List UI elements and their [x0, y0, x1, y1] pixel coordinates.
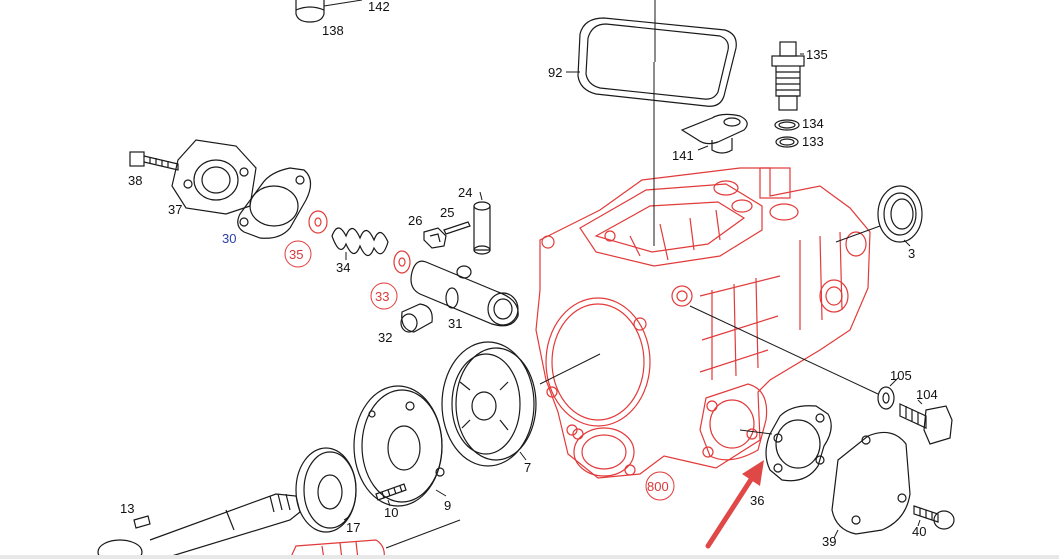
label-800: 800: [647, 479, 669, 494]
part-13-key: [133, 515, 151, 529]
part-7-disc: [441, 341, 537, 467]
label-35: 35: [289, 247, 303, 262]
label-39: 39: [822, 534, 836, 549]
label-92: 92: [548, 65, 562, 80]
part-141-lever: [680, 113, 748, 154]
part-30-gasket: [237, 167, 312, 239]
part-26-clip: [423, 227, 447, 249]
part-32-roller: [400, 303, 433, 333]
part-31-sleeve: [410, 260, 519, 327]
part-135-valve: [771, 41, 805, 111]
part-800-housing: [535, 62, 881, 501]
part-bottom-red-partial: [289, 519, 461, 559]
part-35-washer: [284, 210, 328, 268]
label-36: 36: [750, 493, 764, 508]
part-92-gasket: [566, 0, 737, 107]
label-31: 31: [448, 316, 462, 331]
label-9: 9: [444, 498, 451, 513]
pointer-arrow-icon: [705, 460, 764, 549]
part-17-washer: [295, 447, 357, 533]
part-10-screw: [375, 483, 407, 507]
part-34-spring: [331, 227, 389, 260]
part-39-cover: [831, 431, 911, 539]
part-104-bolt: [899, 399, 953, 445]
label-38: 38: [128, 173, 142, 188]
label-33: 33: [375, 289, 389, 304]
part-37-flange: [171, 139, 257, 215]
part-3-seal: [877, 185, 923, 247]
horizontal-scrollbar[interactable]: [0, 555, 1059, 559]
label-141: 141: [672, 148, 694, 163]
part-25-pin: [443, 221, 471, 235]
part-9-plate: [353, 385, 447, 507]
label-138: 138: [322, 23, 344, 38]
label-25: 25: [440, 205, 454, 220]
part-138-cap: [295, 0, 363, 23]
part-134-ring: [774, 119, 800, 131]
label-34: 34: [336, 260, 350, 275]
label-142: 142: [368, 0, 390, 14]
label-26: 26: [408, 213, 422, 228]
label-7: 7: [524, 460, 531, 475]
label-13: 13: [120, 501, 134, 516]
label-3: 3: [908, 246, 915, 261]
part-105-washer: [877, 377, 899, 410]
label-105: 105: [890, 368, 912, 383]
label-10: 10: [384, 505, 398, 520]
label-135: 135: [806, 47, 828, 62]
label-133: 133: [802, 134, 824, 149]
label-134: 134: [802, 116, 824, 131]
part-shaft: [97, 493, 301, 559]
label-37: 37: [168, 202, 182, 217]
label-17: 17: [346, 520, 360, 535]
label-40: 40: [912, 524, 926, 539]
label-24: 24: [458, 185, 472, 200]
label-30: 30: [222, 231, 236, 246]
part-133-ring: [775, 136, 799, 148]
label-32: 32: [378, 330, 392, 345]
part-24-plunger: [473, 191, 491, 255]
part-40-screw: [913, 505, 955, 530]
label-104: 104: [916, 387, 938, 402]
part-33-washer: [370, 250, 411, 310]
part-36-gasket: [765, 405, 832, 482]
part-38-bolt: [129, 151, 179, 171]
